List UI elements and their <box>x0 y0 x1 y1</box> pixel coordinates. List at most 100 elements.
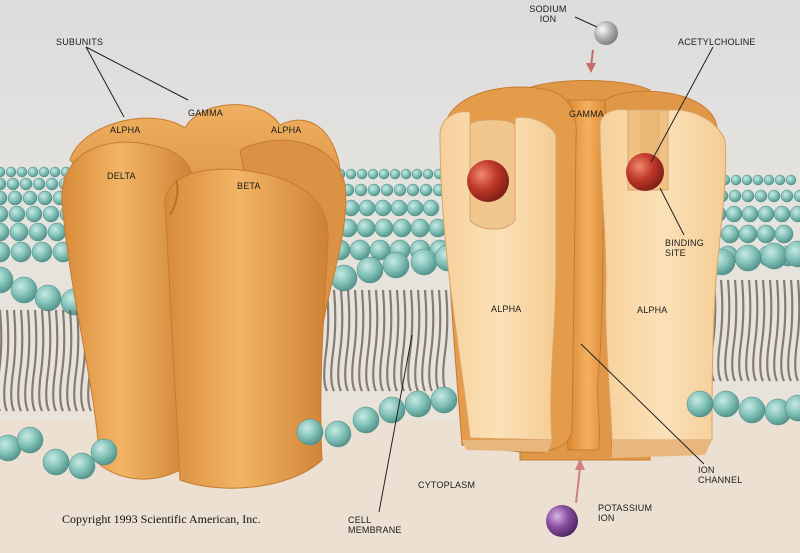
lipid-tail <box>358 289 365 392</box>
lipid-head <box>0 177 7 191</box>
lipid-head <box>296 418 324 446</box>
label-alpha-left-1: ALPHA <box>110 125 141 135</box>
lipid-head <box>741 174 753 186</box>
lipid-head <box>406 183 420 197</box>
label-cell-membrane: CELL MEMBRANE <box>348 515 402 535</box>
lipid-tail <box>738 279 745 382</box>
lipid-tail <box>330 289 337 392</box>
lipid-tail <box>372 289 379 392</box>
label-binding-site: BINDING SITE <box>665 238 704 258</box>
lipid-head <box>760 242 788 270</box>
lipid-tail <box>794 279 800 382</box>
lipid-head <box>38 166 50 178</box>
lipid-head <box>728 189 742 203</box>
lipid-head <box>752 174 764 186</box>
lipid-head <box>9 222 29 242</box>
lipid-head <box>358 199 376 217</box>
lipid-head <box>730 174 742 186</box>
lipid-tail <box>10 309 17 412</box>
lipid-head <box>352 406 380 434</box>
acetylcholine-molecule-right <box>626 153 664 191</box>
lipid-head <box>411 168 423 180</box>
lipid-tail <box>787 279 794 382</box>
label-alpha-right-1: ALPHA <box>491 304 522 314</box>
lipid-head <box>382 251 410 279</box>
lipid-head <box>410 248 438 276</box>
lipid-tail <box>400 289 407 392</box>
sodium-arrow <box>586 49 596 73</box>
lipid-head <box>90 438 118 466</box>
lipid-head <box>410 218 430 238</box>
lipid-head <box>16 426 44 454</box>
potassium-ion <box>546 505 578 537</box>
lipid-tail <box>351 289 358 392</box>
lipid-head <box>47 222 67 242</box>
lipid-head <box>34 284 62 312</box>
lipid-head <box>22 190 38 206</box>
lipid-head <box>32 177 46 191</box>
lipid-head <box>400 168 412 180</box>
lipid-head <box>27 166 39 178</box>
lipid-tail <box>759 279 766 382</box>
lipid-head <box>42 205 60 223</box>
lipid-head <box>37 190 53 206</box>
lipid-head <box>16 166 28 178</box>
lipid-head <box>780 189 794 203</box>
lipid-head <box>774 174 786 186</box>
lipid-head <box>763 174 775 186</box>
lipid-tail <box>52 309 59 412</box>
lipid-tail <box>745 279 752 382</box>
lipid-head <box>8 205 26 223</box>
lipid-head <box>422 199 440 217</box>
lipid-tail <box>393 289 400 392</box>
lipid-head <box>31 241 53 263</box>
lipid-head <box>42 448 70 476</box>
lipid-head <box>393 183 407 197</box>
potassium-arrow <box>575 458 585 504</box>
lipid-tail <box>24 309 31 412</box>
lipid-head <box>367 183 381 197</box>
lipid-head <box>406 199 424 217</box>
lipid-tail <box>337 289 344 392</box>
lipid-head <box>349 239 371 261</box>
lipid-head <box>380 183 394 197</box>
lipid-head <box>774 224 794 244</box>
lipid-tail <box>323 289 330 392</box>
lipid-head <box>356 256 384 284</box>
lipid-head <box>374 199 392 217</box>
lipid-tail <box>773 279 780 382</box>
lipid-head <box>10 276 38 304</box>
lipid-head <box>0 222 10 242</box>
sodium-ion <box>594 21 618 45</box>
lipid-head <box>374 218 394 238</box>
lipid-head <box>773 205 791 223</box>
lipid-head <box>356 218 376 238</box>
lipid-tail <box>414 289 421 392</box>
lipid-head <box>389 168 401 180</box>
lipid-tail <box>442 289 449 392</box>
lipid-tail <box>0 309 3 411</box>
label-cytoplasm: CYTOPLASM <box>418 480 476 490</box>
lipid-head <box>6 177 20 191</box>
receptor-intact <box>61 104 347 489</box>
lipid-tail <box>365 289 372 392</box>
lipid-head <box>734 244 762 272</box>
lipid-tail <box>724 279 731 382</box>
lipid-tail <box>379 289 386 392</box>
copyright-notice: Copyright 1993 Scientific American, Inc. <box>62 512 261 526</box>
lipid-head <box>785 174 797 186</box>
lipid-head <box>7 190 23 206</box>
label-potassium-ion: POTASSIUM ION <box>598 503 653 523</box>
lipid-tail <box>407 289 414 392</box>
lipid-head <box>712 390 740 418</box>
lipid-tail <box>344 289 351 392</box>
lipid-head <box>793 189 800 203</box>
lipid-tail <box>45 309 52 412</box>
lipid-head <box>756 224 776 244</box>
lipid-head <box>5 166 17 178</box>
lipid-head <box>738 396 766 424</box>
acetylcholine-molecule-left <box>467 160 509 202</box>
lipid-tail <box>66 309 73 412</box>
